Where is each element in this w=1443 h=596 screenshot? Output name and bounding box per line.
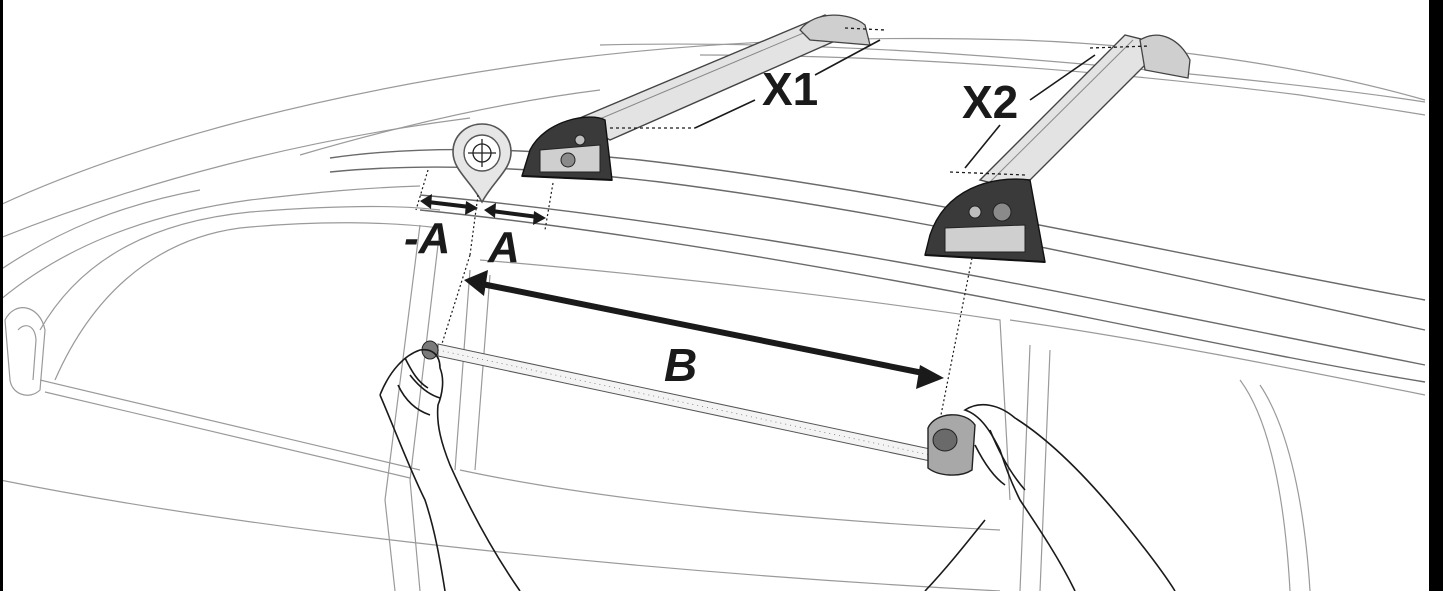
b-dimension: B [439,254,973,421]
b-label: B [664,339,697,391]
location-pin-icon [452,123,512,204]
front-crossbar [521,14,871,181]
x2-dimension: X2 [949,45,1151,176]
x2-label: X2 [962,76,1018,128]
left-border [0,0,3,591]
car-body [0,37,1426,592]
x1-dimension: X1 [610,27,886,129]
right-hand [924,403,1176,592]
x1-label: X1 [762,63,818,115]
tolerance-markers: -A A [404,169,554,272]
measuring-tape [421,340,976,476]
left-hand [379,348,521,592]
rear-crossbar [924,34,1191,263]
a-label: A [487,223,520,272]
minus-a-label: -A [404,214,450,263]
right-border [1429,0,1443,591]
